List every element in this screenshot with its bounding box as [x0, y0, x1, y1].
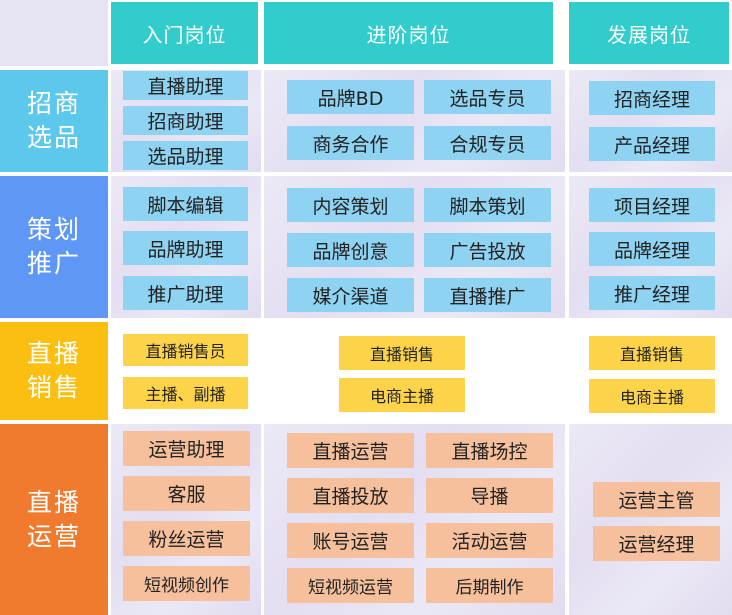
position-box: 项目经理: [589, 188, 715, 222]
position-box: 直播销售员: [123, 334, 248, 366]
category-line: 直播: [26, 339, 81, 368]
position-box: 脚本策划: [424, 188, 551, 222]
position-box: 直播运营: [287, 433, 414, 468]
position-box: 后期制作: [426, 568, 553, 603]
position-box: 合规专员: [424, 126, 551, 160]
position-box: 选品专员: [424, 80, 551, 114]
category-line: 推广: [26, 249, 81, 278]
category-line: 策划: [26, 215, 81, 244]
position-box: 短视频运营: [287, 568, 414, 603]
position-box: 品牌创意: [287, 233, 414, 267]
category-line: 直播: [26, 487, 81, 517]
position-box: 运营主管: [593, 482, 720, 517]
position-box: 产品经理: [589, 127, 715, 161]
position-box: 客服: [123, 476, 250, 511]
category-planning-promotion: 策划 推广: [0, 176, 108, 318]
category-recruit-selection: 招商 选品: [0, 70, 108, 172]
position-box: 电商主播: [339, 378, 465, 412]
category-line: 招商: [26, 89, 81, 118]
category-line: 销售: [26, 373, 81, 402]
position-box: 品牌经理: [589, 232, 715, 266]
header-development-positions: 发展岗位: [569, 2, 729, 64]
position-box: 品牌助理: [123, 231, 248, 265]
position-box: 活动运营: [426, 523, 553, 558]
position-box: 广告投放: [424, 233, 551, 267]
category-live-sales: 直播 销售: [0, 322, 108, 420]
position-box: 直播推广: [424, 278, 551, 312]
position-box: 直播销售: [339, 336, 465, 370]
position-box: 媒介渠道: [287, 278, 414, 312]
position-box: 直播助理: [123, 71, 248, 100]
position-box: 运营助理: [123, 431, 250, 466]
position-box: 内容策划: [287, 188, 414, 222]
position-box: 直播场控: [426, 433, 553, 468]
corner-cell: [0, 0, 108, 66]
category-line: 选品: [26, 123, 81, 152]
position-box: 推广助理: [123, 276, 248, 310]
position-box: 短视频创作: [123, 566, 250, 601]
position-box: 账号运营: [287, 523, 414, 558]
position-box: 选品助理: [123, 141, 248, 170]
header-entry-positions: 入门岗位: [111, 2, 258, 64]
position-box: 直播销售: [589, 336, 715, 370]
position-box: 电商主播: [589, 379, 715, 413]
header-advanced-positions: 进阶岗位: [264, 2, 553, 64]
category-live-operations: 直播 运营: [0, 424, 108, 615]
position-box: 招商经理: [589, 81, 715, 115]
position-box: 直播投放: [287, 478, 414, 513]
position-box: 运营经理: [593, 526, 720, 561]
position-box: 推广经理: [589, 276, 715, 310]
panel-operations-development: [569, 424, 732, 615]
position-box: 商务合作: [287, 126, 414, 160]
position-box: 粉丝运营: [123, 521, 250, 556]
position-box: 招商助理: [123, 106, 248, 135]
position-box: 导播: [426, 478, 553, 513]
position-box: 主播、副播: [123, 377, 248, 409]
position-box: 品牌BD: [287, 80, 414, 114]
category-line: 运营: [26, 521, 81, 551]
position-box: 脚本编辑: [123, 187, 248, 221]
